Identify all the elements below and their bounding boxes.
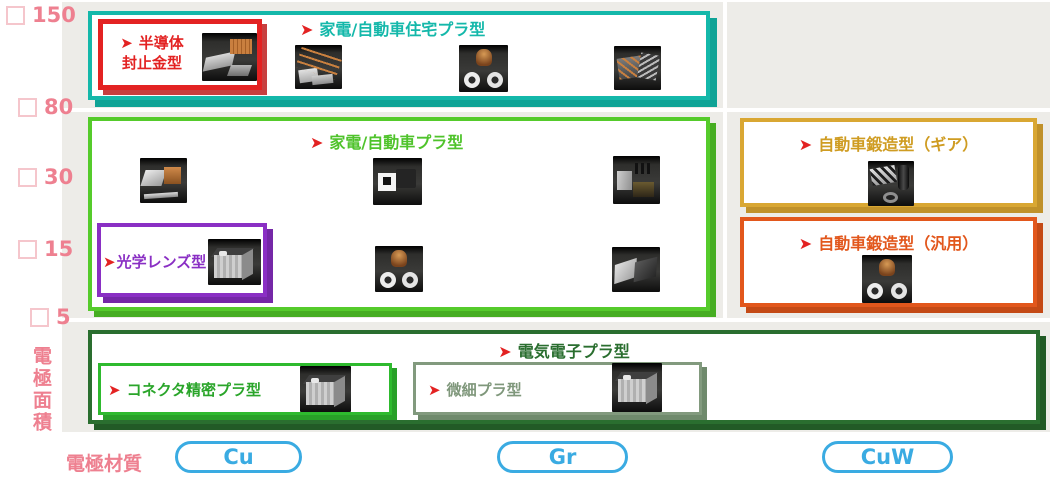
photo-fine-plastic-electrode bbox=[612, 363, 662, 412]
group-optical-lens-title: ➤光学レンズ型 bbox=[103, 253, 207, 271]
group-auto-forging-general-title: ➤自動車鍛造型（汎用） bbox=[798, 234, 979, 253]
y-tick-150: 150 bbox=[6, 3, 76, 27]
y-axis-label: 電極面積 bbox=[30, 346, 52, 434]
checkbox-icon[interactable] bbox=[18, 167, 37, 187]
photo-mesh-mold bbox=[614, 46, 661, 90]
material-pill-label: Gr bbox=[548, 445, 577, 469]
material-pill-label: CuW bbox=[860, 445, 915, 469]
y-tick-30: 30 bbox=[18, 165, 73, 189]
photo-cylindrical-electrodes bbox=[375, 246, 423, 292]
material-pill-cu[interactable]: Cu bbox=[175, 441, 302, 473]
group-appliance-plastic-title: ➤家電/自動車プラ型 bbox=[310, 133, 464, 152]
y-tick-15: 15 bbox=[18, 237, 73, 261]
photo-semiconductor-mold bbox=[202, 33, 257, 81]
y-tick-80: 80 bbox=[18, 95, 73, 119]
group-electric-electronic-title: ➤電気電子プラ型 bbox=[498, 342, 630, 361]
photo-white-mold-parts bbox=[373, 158, 422, 205]
y-tick-value: 15 bbox=[44, 237, 74, 261]
checkbox-icon[interactable] bbox=[18, 97, 37, 117]
photo-gear-forging-mold bbox=[868, 161, 914, 206]
photo-pin-mold bbox=[613, 156, 660, 204]
arrow-icon: ➤ bbox=[300, 20, 314, 39]
material-pill-gr[interactable]: Gr bbox=[497, 441, 628, 473]
photo-general-forging-electrodes bbox=[862, 255, 912, 303]
arrow-icon: ➤ bbox=[108, 381, 121, 399]
x-axis-label: 電極材質 bbox=[66, 453, 143, 475]
photo-flat-plate-electrodes bbox=[612, 247, 660, 292]
arrow-icon: ➤ bbox=[498, 342, 512, 361]
y-tick-value: 30 bbox=[44, 165, 74, 189]
checkbox-icon[interactable] bbox=[30, 307, 49, 327]
arrow-icon: ➤ bbox=[428, 381, 441, 399]
group-semiconductor-mold-title: ➤半導体 封止金型 bbox=[120, 34, 184, 72]
panel-top-right bbox=[727, 2, 1050, 108]
arrow-icon: ➤ bbox=[310, 133, 324, 152]
group-auto-forging-gear-title: ➤自動車鍛造型（ギア） bbox=[798, 135, 979, 154]
photo-copper-block-mold bbox=[140, 158, 187, 203]
checkbox-icon[interactable] bbox=[6, 5, 25, 25]
arrow-icon: ➤ bbox=[798, 234, 813, 253]
y-tick-value: 5 bbox=[56, 305, 71, 329]
photo-connector-electrode bbox=[300, 366, 351, 412]
y-tick-value: 80 bbox=[44, 95, 74, 119]
y-tick-5: 5 bbox=[30, 305, 71, 329]
arrow-icon: ➤ bbox=[103, 253, 116, 271]
arrow-icon: ➤ bbox=[798, 135, 813, 154]
photo-copper-rod-electrodes bbox=[295, 45, 342, 89]
material-pill-cuw[interactable]: CuW bbox=[822, 441, 953, 473]
material-pill-label: Cu bbox=[223, 445, 254, 469]
photo-cylindrical-electrodes bbox=[459, 45, 508, 92]
checkbox-icon[interactable] bbox=[18, 239, 37, 259]
photo-optical-lens-electrode bbox=[208, 239, 261, 285]
group-connector-precision-title: ➤コネクタ精密プラ型 bbox=[108, 381, 261, 399]
arrow-icon: ➤ bbox=[120, 34, 133, 52]
group-housing-plastic-title: ➤家電/自動車住宅プラ型 bbox=[300, 20, 486, 39]
y-tick-value: 150 bbox=[32, 3, 76, 27]
group-fine-plastic-title: ➤微細プラ型 bbox=[428, 381, 522, 399]
